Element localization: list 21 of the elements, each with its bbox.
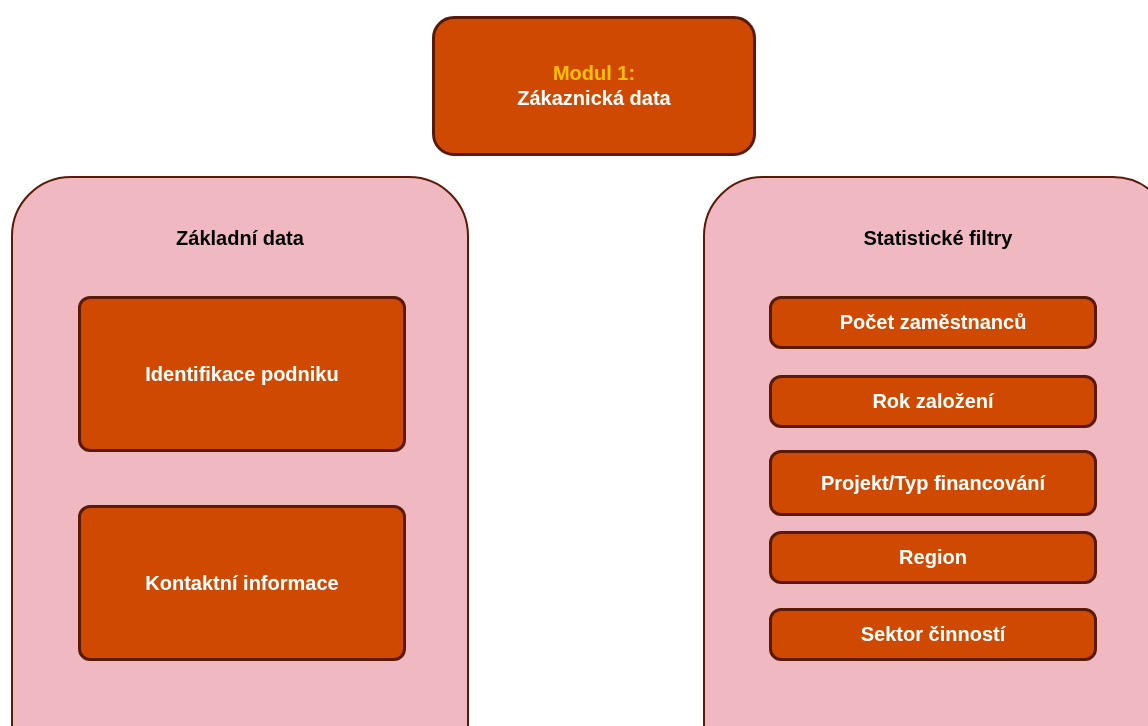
- box-label: Rok založení: [872, 389, 994, 414]
- box-label: Region: [899, 545, 967, 570]
- item-box: [78, 505, 406, 661]
- item-box: [769, 608, 1097, 661]
- box-label: Identifikace podniku: [145, 361, 339, 387]
- group-panel: [11, 176, 469, 726]
- box-label: Sektor činností: [860, 622, 1006, 647]
- module-box: [432, 16, 756, 156]
- item-box: [769, 296, 1097, 349]
- group-heading: Statistické filtry: [862, 226, 1014, 251]
- group-heading: Základní data: [175, 226, 305, 251]
- box-label: Kontaktní informace: [145, 570, 339, 596]
- item-box: [78, 296, 406, 452]
- box-label: Zákaznická data: [517, 86, 671, 111]
- box-label: Počet zaměstnanců: [839, 310, 1027, 335]
- item-box: [769, 450, 1097, 516]
- group-panel: [703, 176, 1148, 726]
- box-label: Projekt/Typ financování: [820, 470, 1046, 496]
- item-box: [769, 531, 1097, 584]
- item-box: [769, 375, 1097, 428]
- module-number: Modul 1:: [552, 61, 636, 86]
